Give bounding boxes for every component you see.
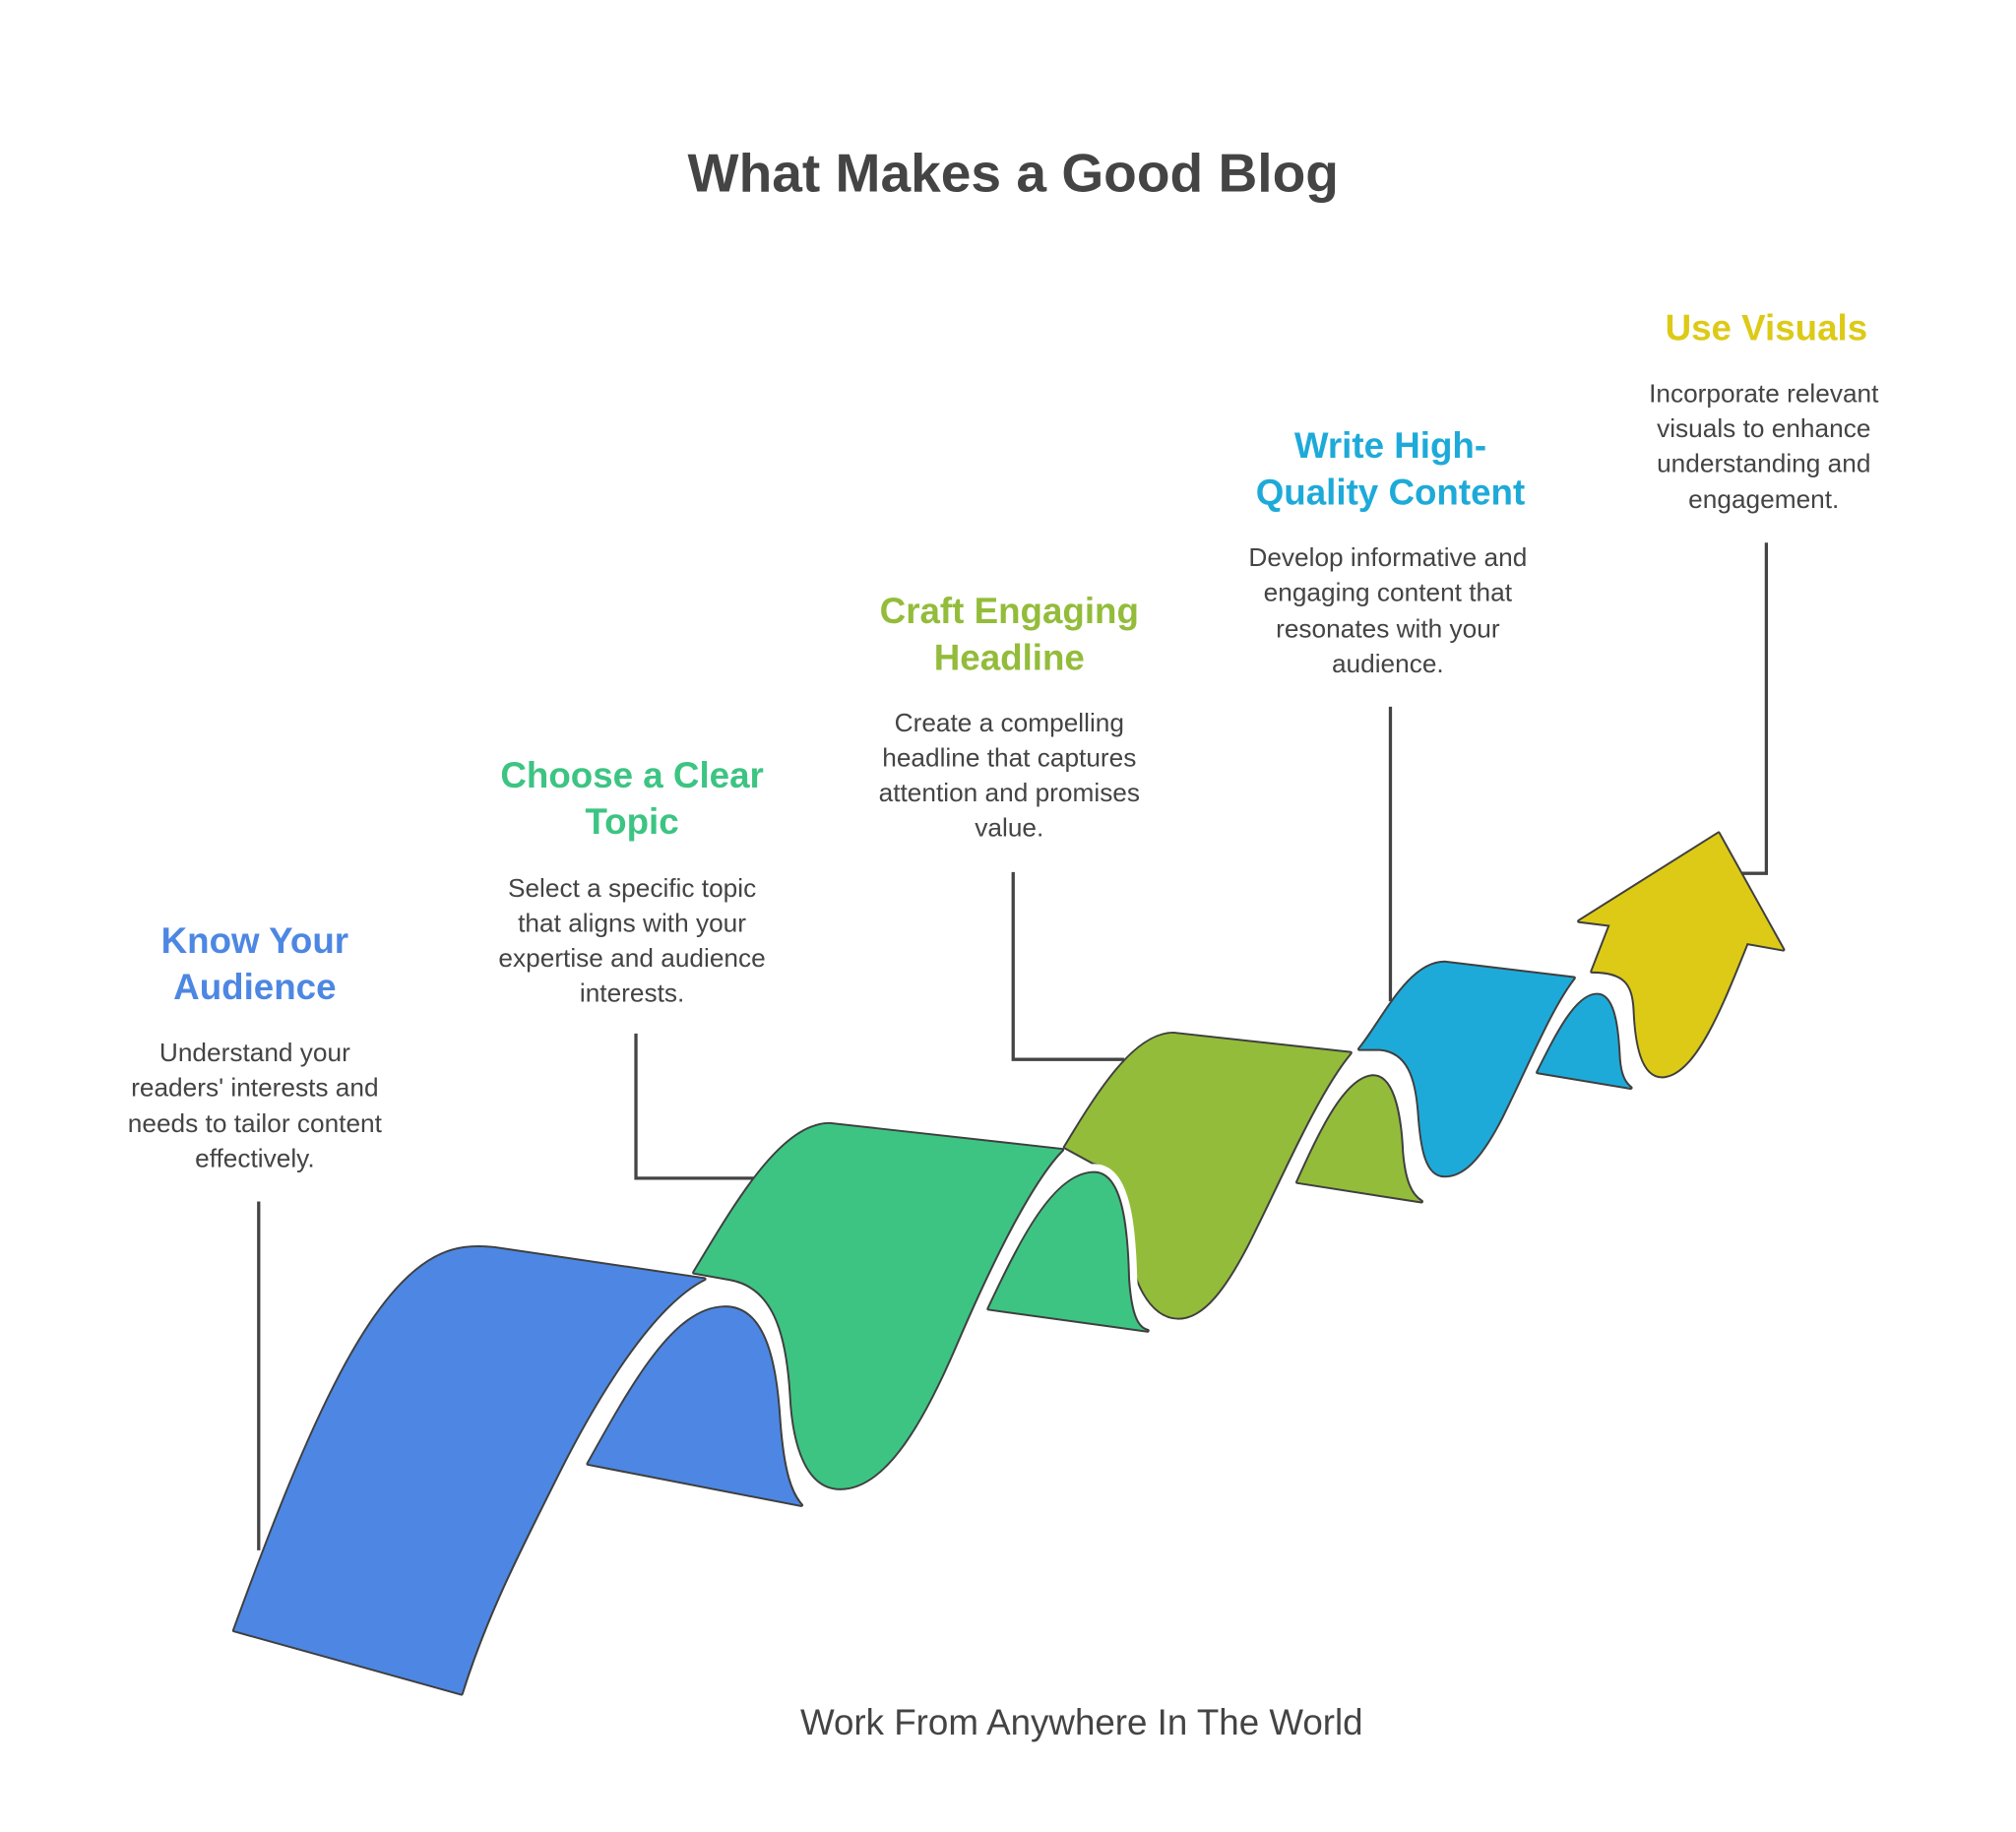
step-1-ribbon <box>231 1245 707 1696</box>
page-title: What Makes a Good Blog <box>688 142 1339 203</box>
connector-line-5 <box>1741 542 1769 875</box>
step-5-arrow <box>1577 831 1786 1079</box>
step-5: Use Visuals Incorporate relevant visuals… <box>1649 308 1879 514</box>
step-2-ribbon <box>692 1121 1065 1490</box>
step-description: resonates with your <box>1276 613 1500 643</box>
step-title: Know Your <box>161 920 348 961</box>
step-4: Write High- Quality Content Develop info… <box>1248 425 1527 678</box>
step-title: Topic <box>585 801 678 842</box>
step-description: needs to tailor content <box>128 1108 383 1138</box>
step-2: Choose a Clear Topic Select a specific t… <box>498 755 765 1008</box>
step-description: Select a specific topic <box>508 873 756 903</box>
step-description: understanding and <box>1657 448 1870 477</box>
step-description: that aligns with your <box>518 909 746 938</box>
connector-line-2 <box>634 1033 757 1180</box>
step-description: visuals to enhance <box>1657 413 1870 443</box>
step-title: Use Visuals <box>1666 308 1868 348</box>
step-description: audience. <box>1332 649 1444 678</box>
step-3: Craft Engaging Headline Create a compell… <box>879 591 1140 842</box>
step-description: engagement. <box>1688 484 1839 514</box>
step-1-ribbon-back <box>586 1305 803 1507</box>
step-4-ribbon-back <box>1536 992 1633 1091</box>
step-title: Audience <box>173 967 336 1007</box>
step-description: effectively. <box>195 1143 315 1172</box>
step-description: attention and promises <box>879 778 1140 807</box>
step-description: expertise and audience <box>498 943 765 973</box>
step-description: engaging content that <box>1264 578 1513 607</box>
step-description: value. <box>975 813 1043 843</box>
step-description: Create a compelling <box>895 708 1124 737</box>
step-description: Develop informative and <box>1248 542 1527 572</box>
step-title: Headline <box>934 637 1085 677</box>
step-title: Choose a Clear <box>500 755 763 795</box>
step-title: Write High- <box>1294 425 1486 466</box>
step-1: Know Your Audience Understand your reade… <box>128 920 383 1173</box>
step-description: Understand your <box>159 1038 350 1067</box>
step-title: Craft Engaging <box>880 591 1139 631</box>
step-description: Incorporate relevant <box>1649 379 1879 409</box>
step-description: readers' interests and <box>131 1072 378 1102</box>
step-title: Quality Content <box>1256 472 1525 512</box>
step-description: headline that captures <box>882 743 1136 773</box>
step-description: interests. <box>580 978 684 1007</box>
connector-line-3 <box>1011 871 1125 1061</box>
footer-caption: Work From Anywhere In The World <box>800 1702 1363 1742</box>
step-3-ribbon-back <box>1295 1074 1423 1204</box>
step-4-ribbon <box>1357 960 1576 1178</box>
step-2-ribbon-back <box>986 1170 1150 1333</box>
